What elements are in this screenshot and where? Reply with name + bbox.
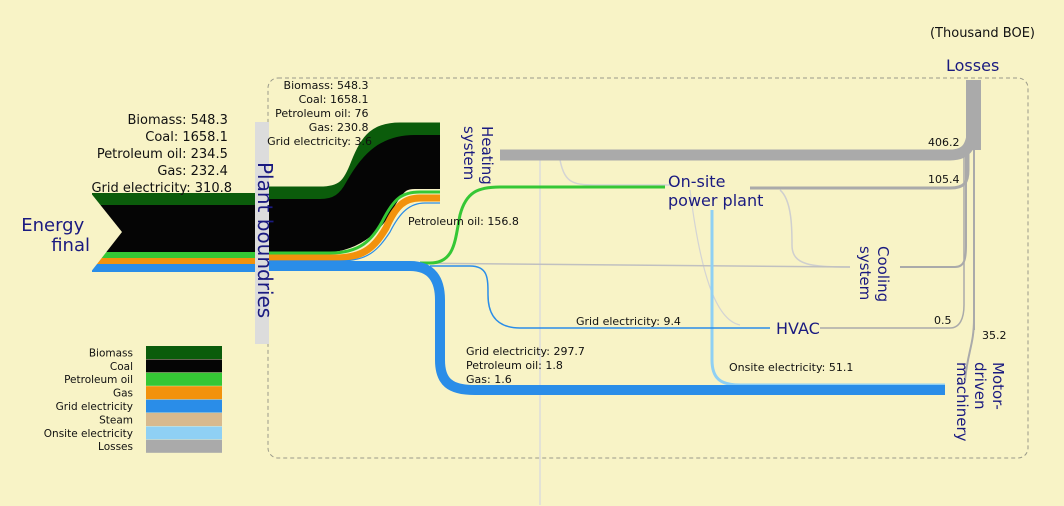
flow-grid-motor bbox=[255, 261, 945, 395]
flow-onsite-electricity bbox=[710, 210, 945, 387]
losses-flow-motor-out bbox=[964, 317, 975, 381]
ef-value-1: Coal: 1658.1 bbox=[145, 130, 228, 145]
motor-input-1: Petroleum oil: 1.8 bbox=[466, 359, 563, 372]
hi-value-3: Gas: 230.8 bbox=[309, 121, 369, 134]
motor-line2: driven bbox=[971, 362, 989, 409]
legend-label-gas: Gas bbox=[113, 388, 133, 400]
label-loss-motor: 35.2 bbox=[982, 329, 1007, 342]
flow-heating-gas bbox=[255, 194, 440, 262]
legend-label-biomass: Biomass bbox=[89, 347, 133, 359]
label-petroleum-power: Petroleum oil: 156.8 bbox=[408, 215, 519, 228]
thin-flow-2 bbox=[559, 159, 670, 186]
energy-final-values: Biomass: 548.3 Coal: 1658.1 Petroleum oi… bbox=[91, 113, 232, 196]
legend-label-losses: Losses bbox=[98, 441, 133, 453]
band-petroleum bbox=[92, 252, 262, 258]
legend-label-petroleum-oil: Petroleum oil bbox=[64, 374, 133, 386]
legend-label-coal: Coal bbox=[110, 361, 133, 373]
label-loss-heating: 406.2 bbox=[928, 136, 960, 149]
hi-value-4: Grid electricity: 3.6 bbox=[267, 135, 372, 148]
legend-label-steam: Steam bbox=[99, 414, 133, 426]
motor-input-2: Gas: 1.6 bbox=[466, 373, 512, 386]
motor-input-0: Grid electricity: 297.7 bbox=[466, 345, 585, 358]
heating-line1: Heating bbox=[478, 126, 496, 185]
legend-swatch-losses bbox=[146, 439, 222, 453]
losses-label: Losses bbox=[946, 56, 999, 75]
hi-value-2: Petroleum oil: 76 bbox=[275, 107, 368, 120]
ef-value-4: Grid electricity: 310.8 bbox=[91, 181, 232, 196]
flow-heating-grid bbox=[255, 202, 440, 262]
unit-label: (Thousand BOE) bbox=[930, 26, 1035, 41]
losses-bar bbox=[966, 80, 981, 150]
energy-final-line1: Energy bbox=[21, 215, 84, 236]
ef-value-2: Petroleum oil: 234.5 bbox=[97, 147, 228, 162]
cooling-line1: Cooling bbox=[874, 246, 892, 302]
heating-line2: system bbox=[460, 126, 478, 180]
label-loss-power-plant: 105.4 bbox=[928, 173, 960, 186]
cooling-line2: system bbox=[856, 246, 874, 300]
legend-swatch-coal bbox=[146, 359, 222, 373]
ef-value-3: Gas: 232.4 bbox=[157, 164, 228, 179]
band-biomass bbox=[92, 193, 262, 205]
band-coal bbox=[92, 205, 262, 252]
thin-flow-4 bbox=[689, 189, 741, 326]
legend-label-onsite-electricity: Onsite electricity bbox=[44, 428, 133, 440]
flow-heating-coal bbox=[255, 135, 440, 253]
band-gas bbox=[92, 258, 262, 264]
onsite-power-plant-label: On-site power plant bbox=[668, 172, 763, 210]
cooling-system-label: Cooling system bbox=[856, 246, 892, 307]
legend-swatch-onsite-electricity bbox=[146, 426, 222, 440]
legend-swatch-steam bbox=[146, 413, 222, 426]
energy-final-line2: final bbox=[51, 235, 90, 256]
power-plant-line1: On-site bbox=[668, 172, 725, 191]
legend-label-grid-electricity: Grid electricity bbox=[56, 401, 133, 413]
motor-machinery-label: Motor- driven machinery bbox=[953, 362, 1007, 442]
plant-boundries-bar bbox=[255, 122, 269, 344]
legend-swatch-petroleum-oil bbox=[146, 372, 222, 386]
hi-value-1: Coal: 1658.1 bbox=[299, 93, 369, 106]
legend-swatch-gas bbox=[146, 386, 222, 400]
energy-final-label: Energy final bbox=[21, 215, 90, 256]
legend-swatch-grid-electricity bbox=[146, 399, 222, 413]
label-onsite-electricity: Onsite electricity: 51.1 bbox=[729, 361, 853, 374]
label-grid-hvac: Grid electricity: 9.4 bbox=[576, 315, 681, 328]
legend-swatch-biomass bbox=[146, 346, 222, 359]
flow-heating-petroleum bbox=[255, 190, 440, 255]
plant-boundries-label: Plant boundries bbox=[253, 162, 277, 318]
power-plant-line2: power plant bbox=[668, 191, 763, 210]
heating-system-label: Heating system bbox=[460, 126, 496, 190]
motor-inputs: Grid electricity: 297.7 Petroleum oil: 1… bbox=[466, 345, 588, 386]
motor-line3: machinery bbox=[953, 362, 971, 442]
flow-petroleum-power-plant bbox=[420, 185, 665, 265]
flow-grid-hvac bbox=[430, 265, 770, 329]
losses-flow-cooling bbox=[900, 150, 967, 268]
band-grid bbox=[92, 264, 262, 272]
losses-flow-hvac bbox=[820, 150, 965, 329]
ef-value-0: Biomass: 548.3 bbox=[127, 113, 227, 128]
flow-grid-cooling bbox=[399, 262, 851, 268]
losses-flow-heating bbox=[500, 90, 979, 161]
arrow-notch bbox=[90, 192, 122, 273]
motor-line1: Motor- bbox=[989, 362, 1007, 410]
heating-inputs: Biomass: 548.3 Coal: 1658.1 Petroleum oi… bbox=[267, 79, 372, 148]
thin-flow-3 bbox=[779, 189, 851, 268]
hvac-label: HVAC bbox=[776, 319, 820, 338]
label-loss-hvac: 0.5 bbox=[934, 314, 952, 327]
hi-value-0: Biomass: 548.3 bbox=[284, 79, 369, 92]
